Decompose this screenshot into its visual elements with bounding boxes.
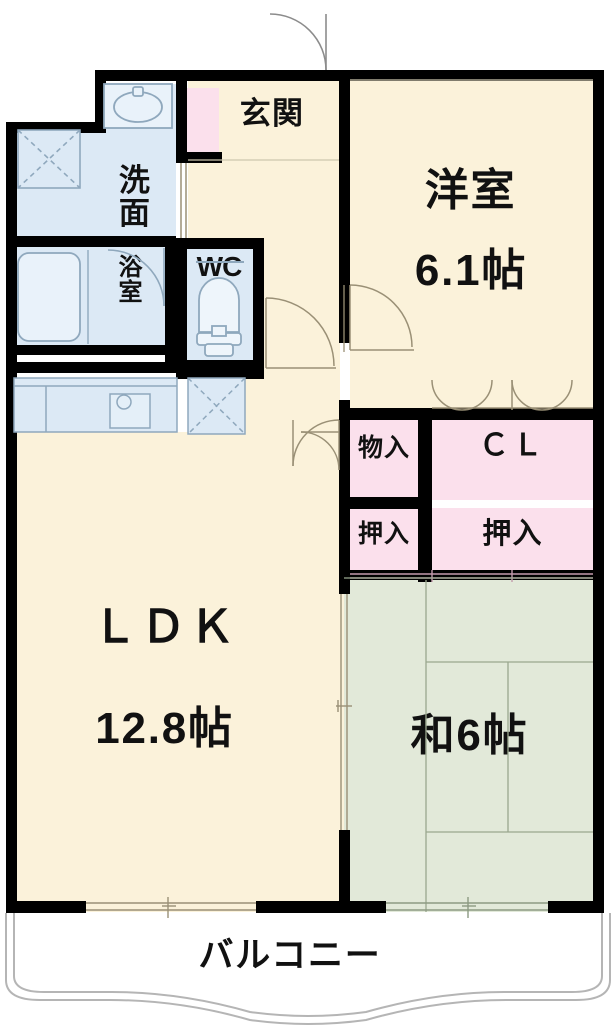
- storage-closet-fill: [432, 412, 593, 500]
- entrance-door-icon: [269, 13, 327, 71]
- wall-washroom-top: [95, 70, 285, 81]
- wall-kitchen-right-stub: [176, 368, 264, 379]
- label-closet: ＣＬ: [478, 429, 547, 462]
- wall-bottom-right-seg: [548, 901, 604, 913]
- wall-bathroom-right: [165, 236, 176, 368]
- wall-entrance-step-bottom: [176, 152, 222, 163]
- wall-bathroom-bottom2: [6, 362, 176, 373]
- kitchen-counter-fill: [14, 378, 177, 432]
- label-balcony: バルコニー: [198, 936, 382, 975]
- label-western-room: 洋室: [424, 166, 517, 215]
- label-washroom-line1: 洗: [118, 163, 152, 198]
- wall-corridor-right-upper: [339, 78, 350, 343]
- wall-entrance-left: [176, 78, 187, 163]
- wall-ldk-japanese-divider-bottom: [339, 830, 350, 912]
- refrigerator-space-fill: [188, 378, 245, 434]
- wall-bathroom-bottom: [6, 345, 176, 355]
- room-japanese-fill: [344, 578, 593, 912]
- wall-storage-bottom: [339, 570, 594, 580]
- label-bathroom-line2: 室: [118, 279, 144, 307]
- label-toilet: WC: [196, 251, 243, 282]
- wall-wc-left: [176, 238, 187, 370]
- room-ldk-fill: [14, 432, 344, 912]
- wall-bottom-mid-seg: [256, 901, 386, 913]
- wall-washroom-bottom: [6, 236, 176, 247]
- wall-wc-right: [253, 238, 264, 370]
- storage-oshiire-right-fill: [432, 508, 593, 580]
- label-bathroom: 浴 室: [105, 255, 157, 305]
- wall-western-bottom: [339, 408, 594, 420]
- wall-ldk-right-upper: [339, 440, 350, 500]
- label-oshiire-right: 押入: [482, 518, 543, 550]
- label-oshiire-left: 押入: [357, 520, 410, 548]
- wall-outer-left: [6, 122, 17, 912]
- label-ldk-area: 12.8帖: [95, 704, 234, 753]
- label-western-room-area: 6.1帖: [414, 246, 528, 295]
- wall-ldk-japanese-divider-top: [339, 570, 350, 594]
- wall-outer-right: [593, 70, 604, 912]
- washroom-door-icon: [180, 163, 187, 238]
- storage-monoire-fill: [350, 420, 418, 500]
- label-ldk: ＬＤＫ: [92, 601, 238, 652]
- label-bathroom-line1: 浴: [118, 254, 144, 281]
- wall-wc-bottom: [176, 360, 264, 371]
- label-washroom: 洗 面: [105, 163, 165, 231]
- wall-top-entrance: [274, 70, 604, 81]
- wall-wc-top: [176, 238, 264, 249]
- label-monoire: 物入: [357, 434, 410, 462]
- room-western-fill: [350, 78, 593, 408]
- storage-oshiire-left-fill: [350, 508, 418, 580]
- label-washroom-line2: 面: [118, 195, 152, 231]
- wall-bottom-left-seg: [6, 901, 86, 913]
- wall-storage-horiz-left: [344, 497, 420, 509]
- wall-washroom-left-top: [95, 70, 106, 128]
- room-washroom-upper-fill: [104, 84, 176, 134]
- wall-storage-vert-mid: [418, 412, 432, 582]
- wall-washroom-left-notch: [6, 122, 106, 133]
- label-entrance: 玄関: [239, 96, 305, 131]
- label-japanese-room: 和6帖: [410, 711, 529, 760]
